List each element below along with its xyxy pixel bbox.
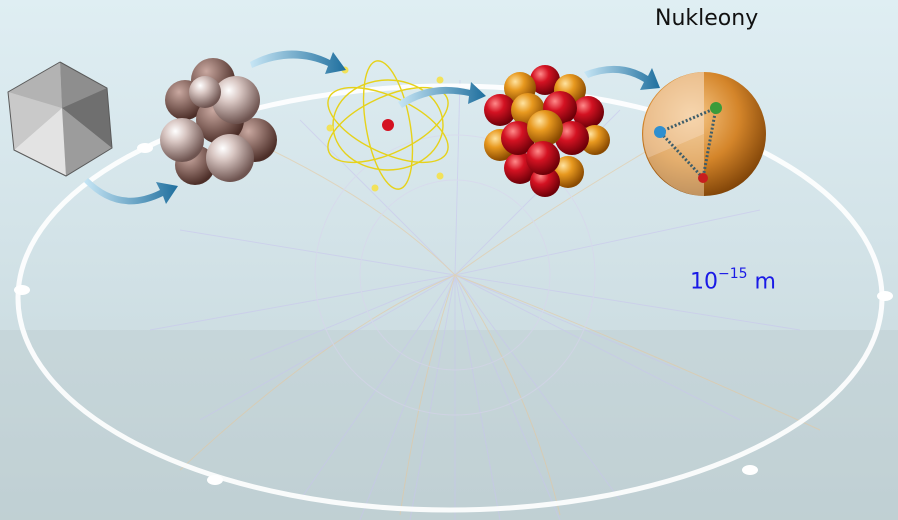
molecule-icon: [160, 58, 277, 185]
scale-exponent: −15: [718, 266, 748, 282]
page-title: Nukleony: [655, 6, 759, 31]
atom-icon: [326, 60, 449, 192]
nucleon-icon: [642, 72, 766, 196]
scale-unit: m: [754, 269, 776, 295]
arrow-icon: [84, 50, 660, 205]
crystal-icon: [7, 61, 113, 177]
nucleus-icon: [484, 65, 610, 197]
ring-markers: [14, 143, 893, 485]
scale-label: 10−15 m: [690, 266, 776, 295]
scale-base: 10: [690, 269, 718, 295]
